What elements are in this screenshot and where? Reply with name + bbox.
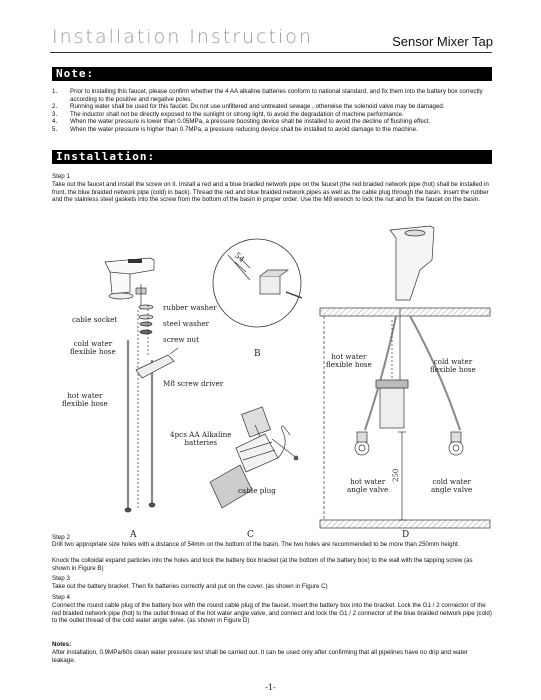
figure-d-height: 250 xyxy=(392,469,400,482)
installation-figures: 54 xyxy=(104,225,491,529)
label-d-cold-hose: cold water flexible hose xyxy=(430,357,476,374)
note-item: 2.Running water shall be used for this f… xyxy=(52,103,445,111)
note-heading: Note: xyxy=(52,67,492,81)
figure-c-letter: C xyxy=(247,530,254,540)
step3-title: Step 3 xyxy=(52,575,70,582)
installation-heading: Installation: xyxy=(52,150,492,164)
label-cable-socket: cable socket xyxy=(72,315,118,324)
title-divider xyxy=(50,52,492,53)
figure-b-letter: B xyxy=(254,349,261,359)
figure-a-letter: A xyxy=(130,530,137,540)
step4-text: Connect the round cable plug of the batt… xyxy=(52,602,492,625)
figure-c-battery-box xyxy=(209,406,299,509)
label-screw-nut: screw nut xyxy=(163,335,199,344)
note-list: 1.Prior to installing this faucet, pleas… xyxy=(52,88,492,134)
product-name: Sensor Mixer Tap xyxy=(392,34,493,49)
label-cold-water-hose: cold water flexible hose xyxy=(70,339,116,356)
step2-text-b: Knock the colloidal expand particles int… xyxy=(52,557,473,572)
page-number: -1- xyxy=(265,683,276,692)
step2-text-a: Drill two appropriate size holes with a … xyxy=(52,541,460,548)
document-title: Installation Instruction xyxy=(52,26,313,48)
note-item: 4.When the water pressure is lower than … xyxy=(52,118,431,126)
figure-a-faucet xyxy=(104,257,179,513)
step2-title: Step 2 xyxy=(52,534,70,541)
note-item: 5.When the water pressure is higher than… xyxy=(52,125,418,133)
label-hot-water-hose: hot water flexible hose xyxy=(62,391,108,408)
figure-b-bracket xyxy=(212,238,303,328)
label-d-hot-valve: hot water angle valve xyxy=(347,477,389,494)
figure-d-installed xyxy=(319,225,491,529)
notes-title: Notes: xyxy=(52,641,72,648)
label-d-hot-hose: hot water flexible hose xyxy=(326,352,372,369)
notes-text: After installation, 0.9MPa/60s clean wat… xyxy=(52,649,468,664)
label-steel-washer: steel washer xyxy=(163,319,210,328)
label-d-cold-valve: cold water angle valve xyxy=(431,477,473,494)
label-m8-driver: M8 screw driver xyxy=(163,379,224,388)
figure-d-letter: D xyxy=(402,530,410,540)
label-cable-plug: cable plug xyxy=(238,486,276,495)
note-item: 1.Prior to installing this faucet, pleas… xyxy=(52,88,483,103)
step1-text: Take out the faucet and install the scre… xyxy=(52,181,489,204)
step4-title: Step 4 xyxy=(52,594,70,601)
note-item: 3.The inductor shall not be directly exp… xyxy=(52,110,404,118)
step1-title: Step 1 xyxy=(52,173,70,180)
step3-text: Take out the battery bracket. Then fix b… xyxy=(52,583,328,590)
label-rubber-washer: rubber washer xyxy=(163,303,217,312)
label-batteries: 4pcs AA Alkaline batteries xyxy=(170,430,232,447)
